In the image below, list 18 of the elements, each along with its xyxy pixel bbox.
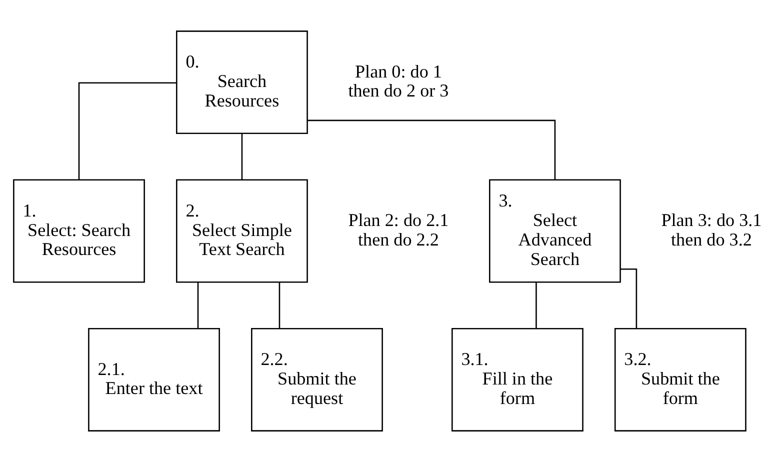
node-box: 2.1. Enter the text xyxy=(88,328,220,431)
node-box: 0. Search Resources xyxy=(176,30,308,134)
connector xyxy=(241,132,243,180)
node-box: 3.2. Submit the form xyxy=(614,328,746,431)
node-label: Plan 0: do 1 then do 2 or 3 xyxy=(348,60,449,100)
connector xyxy=(197,282,199,328)
node-box: 3.1. Fill in the form xyxy=(452,328,584,431)
node-box: 2. Select Simple Text Search xyxy=(176,178,308,282)
connector xyxy=(308,119,556,180)
connector xyxy=(278,282,280,328)
node-label: Plan 2: do 2.1 then do 2.2 xyxy=(348,210,449,249)
node-box: 1. Select: Search Resources xyxy=(13,178,145,282)
node-label: Plan 3: do 3.1 then do 3.2 xyxy=(661,210,762,249)
connector xyxy=(78,82,177,180)
connector xyxy=(536,282,537,328)
node-box: 3. Select Advanced Search xyxy=(489,178,621,282)
node-box: 2.2. Submit the request xyxy=(251,328,383,431)
connector xyxy=(620,268,638,328)
